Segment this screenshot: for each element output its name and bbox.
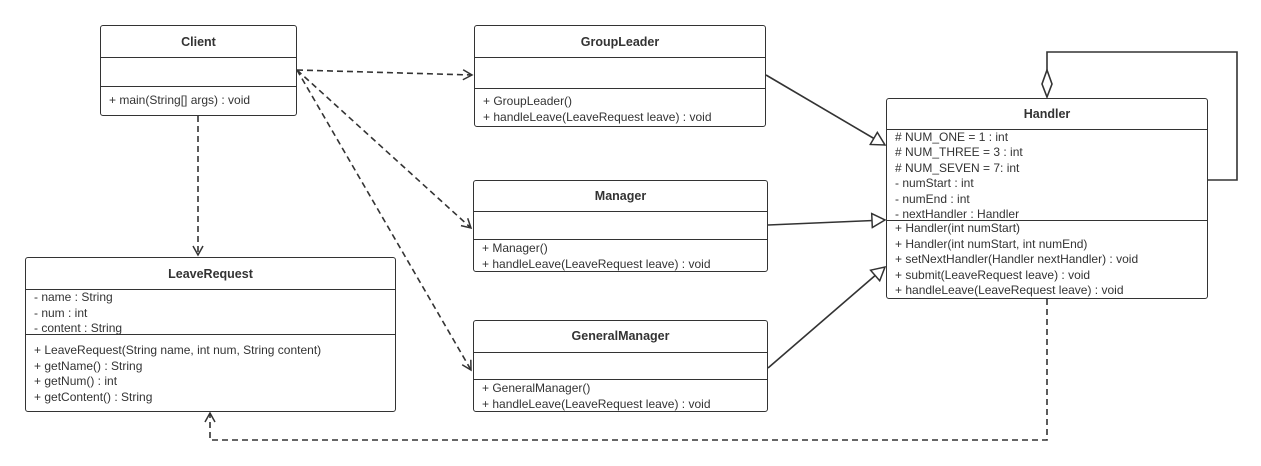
- class-leaverequest[interactable]: LeaveRequest - name : String - num : int…: [25, 257, 396, 412]
- attribute: # NUM_THREE = 3 : int: [895, 145, 1023, 160]
- method: + submit(LeaveRequest leave) : void: [895, 267, 1091, 282]
- method: + Manager(): [482, 241, 548, 256]
- attribute: # NUM_SEVEN = 7: int: [895, 160, 1020, 175]
- attributes-section: - name : String - num : int - content : …: [26, 290, 395, 335]
- method: + GroupLeader(): [483, 94, 573, 108]
- attribute: # NUM_ONE = 1 : int: [895, 129, 1009, 144]
- attribute: - name : String: [34, 290, 113, 304]
- attribute: - content : String: [34, 321, 123, 335]
- attributes-section: # NUM_ONE = 1 : int # NUM_THREE = 3 : in…: [887, 129, 1207, 222]
- method: + setNextHandler(Handler nextHandler) : …: [895, 252, 1139, 267]
- methods-section: + LeaveRequest(String name, int num, Str…: [26, 335, 395, 405]
- attributes-section: [474, 353, 767, 381]
- class-name: Manager: [474, 181, 767, 212]
- class-handler[interactable]: Handler # NUM_ONE = 1 : int # NUM_THREE …: [886, 98, 1208, 299]
- methods-section: + main(String[] args) : void: [101, 87, 296, 109]
- class-groupleader[interactable]: GroupLeader + GroupLeader() + handleLeav…: [474, 25, 766, 127]
- attribute: - numEnd : int: [895, 191, 970, 206]
- class-name: GeneralManager: [474, 321, 767, 353]
- attribute: - numStart : int: [895, 176, 974, 191]
- agg-handler-self: [1046, 51, 1238, 181]
- method: + GeneralManager(): [482, 381, 591, 396]
- methods-section: + Manager() + handleLeave(LeaveRequest l…: [474, 240, 767, 271]
- method: + Handler(int numStart, int numEnd): [895, 236, 1088, 251]
- method: + handleLeave(LeaveRequest leave) : void: [483, 109, 712, 124]
- class-name: Handler: [887, 99, 1207, 130]
- method: + getContent() : String: [34, 389, 153, 404]
- method: + handleLeave(LeaveRequest leave) : void: [482, 396, 711, 411]
- gen-groupleader-handler: [765, 74, 885, 145]
- method: + Handler(int numStart): [895, 221, 1021, 236]
- dep-handler-leaverequest: [204, 299, 1048, 441]
- method: + getNum() : int: [34, 374, 118, 388]
- gen-manager-handler: [767, 220, 885, 225]
- class-name: Client: [101, 26, 296, 58]
- class-name: GroupLeader: [475, 26, 765, 58]
- gen-generalmanager-handler: [767, 267, 885, 369]
- class-client[interactable]: Client + main(String[] args) : void: [100, 25, 297, 116]
- method: + main(String[] args) : void: [109, 93, 251, 107]
- methods-section: + GroupLeader() + handleLeave(LeaveReque…: [475, 89, 765, 125]
- methods-section: + Handler(int numStart) + Handler(int nu…: [887, 221, 1207, 298]
- method: + handleLeave(LeaveRequest leave) : void: [482, 256, 711, 271]
- dep-client-groupleader: [296, 69, 474, 81]
- dep-client-generalmanager: [296, 69, 472, 372]
- class-name: LeaveRequest: [26, 258, 395, 290]
- methods-section: + GeneralManager() + handleLeave(LeaveRe…: [474, 380, 767, 411]
- method: + LeaveRequest(String name, int num, Str…: [34, 343, 322, 357]
- attributes-section: [101, 58, 296, 87]
- class-generalmanager[interactable]: GeneralManager + GeneralManager() + hand…: [473, 320, 768, 412]
- class-manager[interactable]: Manager + Manager() + handleLeave(LeaveR…: [473, 180, 768, 272]
- method: + getName() : String: [34, 358, 143, 373]
- attribute: - nextHandler : Handler: [895, 207, 1020, 222]
- aggregation-diamond-icon: [1041, 67, 1053, 100]
- dep-client-manager: [296, 69, 473, 230]
- attribute: - num : int: [34, 305, 88, 320]
- method: + handleLeave(LeaveRequest leave) : void: [895, 283, 1124, 298]
- attributes-section: [474, 212, 767, 241]
- attributes-section: [475, 58, 765, 89]
